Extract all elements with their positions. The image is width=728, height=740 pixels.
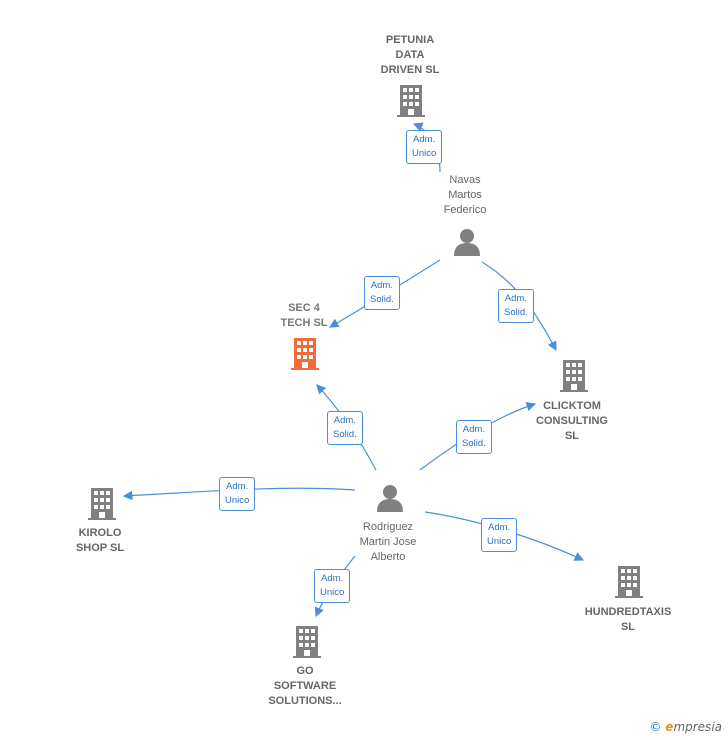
- building-icon[interactable]: [615, 566, 643, 598]
- node-label-go[interactable]: GO SOFTWARE SOLUTIONS...: [268, 665, 342, 707]
- node-label-petunia[interactable]: PETUNIA DATA DRIVEN SL: [380, 34, 440, 76]
- brand-logo-text: mpresia: [673, 720, 722, 734]
- node-label-clicktom[interactable]: CLICKTOM CONSULTING SL: [536, 400, 608, 442]
- person-icon[interactable]: [454, 229, 480, 256]
- edge-role-label: Adm. Unico: [481, 518, 518, 552]
- node-label-navas[interactable]: Navas Martos Federico: [443, 174, 487, 216]
- brand-footer: © empresia: [649, 720, 722, 734]
- edge-role-label: Adm. Solid.: [456, 420, 492, 454]
- node-label-rodriguez[interactable]: Rodriguez Martin Jose Alberto: [359, 521, 417, 563]
- edge-role-label: Adm. Unico: [406, 130, 443, 164]
- node-label-kirolo[interactable]: KIROLO SHOP SL: [75, 527, 125, 554]
- edge-role-label: Adm. Unico: [314, 569, 351, 603]
- node-label-sec4[interactable]: SEC 4 TECH SL: [280, 302, 328, 329]
- edge-role-label: Adm. Solid.: [327, 411, 363, 445]
- person-icon[interactable]: [377, 485, 403, 512]
- edge-role-label: Adm. Solid.: [364, 276, 400, 310]
- edge-role-label: Adm. Unico: [219, 477, 256, 511]
- building-icon[interactable]: [291, 338, 319, 370]
- building-icon[interactable]: [560, 360, 588, 392]
- copyright-symbol: ©: [649, 720, 662, 734]
- node-label-hundredtaxis[interactable]: HUNDREDTAXIS SL: [584, 606, 672, 633]
- building-icon[interactable]: [293, 626, 321, 658]
- building-icon[interactable]: [397, 85, 425, 117]
- edge-role-label: Adm. Solid.: [498, 289, 534, 323]
- building-icon[interactable]: [88, 488, 116, 520]
- brand-logo-e: e: [665, 720, 674, 734]
